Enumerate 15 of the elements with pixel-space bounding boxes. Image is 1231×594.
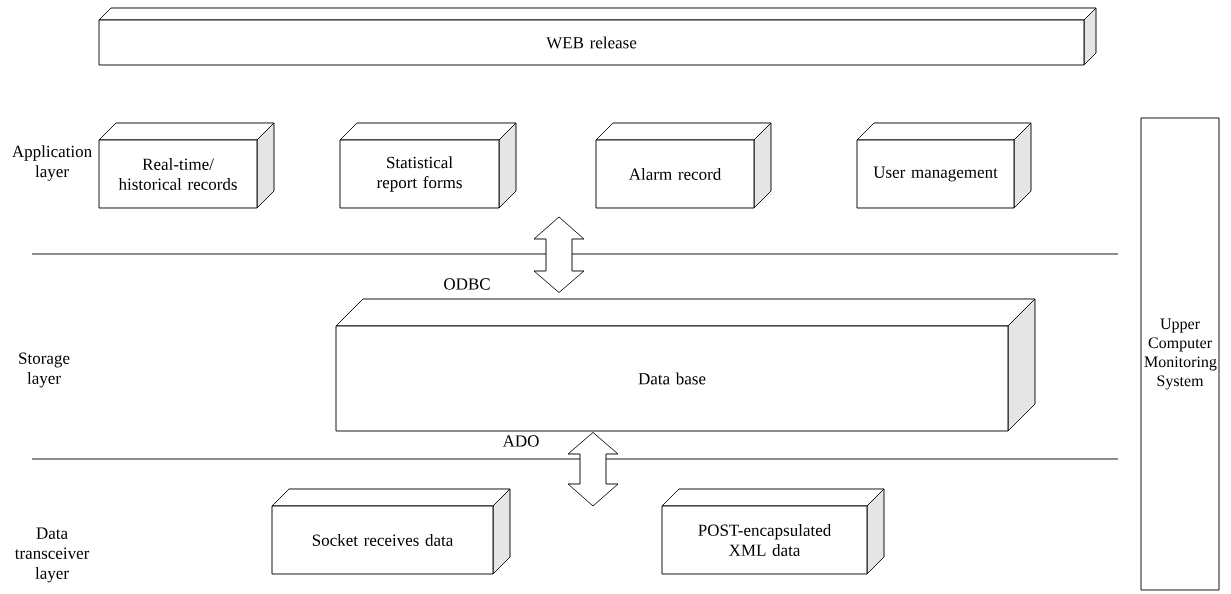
edge-label: ADO — [501, 434, 541, 448]
layer-label: Data transceiver layer — [14, 527, 90, 583]
block-box: Alarm record — [595, 122, 772, 209]
system-box: Upper Computer Monitoring System — [1140, 117, 1220, 591]
block-box: User management — [856, 122, 1032, 209]
block-box: Socket receives data — [271, 488, 511, 575]
double-arrow — [533, 216, 585, 293]
layer-label: Storage layer — [19, 352, 70, 388]
block-box: POST-encapsulated XML data — [661, 488, 885, 575]
double-arrow — [567, 432, 619, 507]
block-box: Data base — [335, 298, 1036, 432]
block-box: WEB release — [98, 7, 1097, 66]
edge-label: ODBC — [442, 277, 492, 291]
block-box: Real-time/ historical records — [98, 122, 275, 209]
block-box: Statistical report forms — [339, 122, 517, 209]
